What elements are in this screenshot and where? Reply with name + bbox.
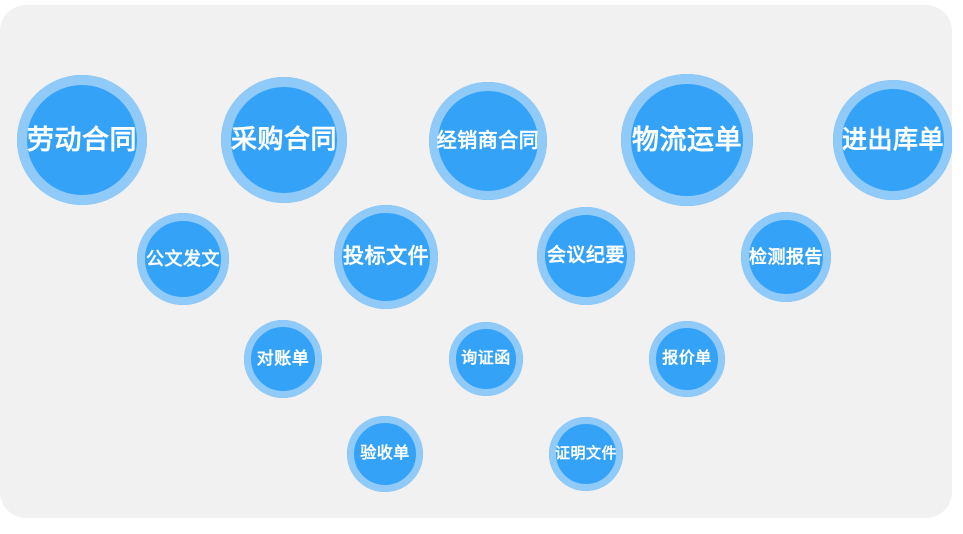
bubble-label: 采购合同 (230, 124, 337, 155)
bubble-label: 经销商合同 (436, 129, 540, 152)
bubble-acceptance-note[interactable]: 验收单 (347, 416, 423, 492)
bubble-label: 进出库单 (841, 125, 944, 154)
bubble-distributor-contract[interactable]: 经销商合同 (429, 82, 547, 200)
bubble-label: 询证函 (461, 349, 511, 367)
bubble-reconciliation-statement[interactable]: 对账单 (244, 320, 322, 398)
bubble-bidding-document[interactable]: 投标文件 (334, 205, 438, 309)
bubble-meeting-minutes[interactable]: 会议纪要 (537, 207, 635, 305)
bubble-label: 物流运单 (632, 124, 742, 155)
bubble-label: 验收单 (360, 444, 410, 462)
bubble-official-dispatch[interactable]: 公文发文 (137, 213, 229, 305)
bubble-certification-document[interactable]: 证明文件 (549, 417, 623, 491)
bubble-label: 投标文件 (343, 244, 429, 268)
bubble-inbound-outbound-order[interactable]: 进出库单 (833, 80, 952, 200)
bubble-quotation-sheet[interactable]: 报价单 (649, 321, 725, 397)
bubble-label: 会议纪要 (546, 245, 625, 267)
bubble-labor-contract[interactable]: 劳动合同 (17, 75, 147, 205)
bubble-logistics-waybill[interactable]: 物流运单 (621, 74, 753, 206)
bubble-purchase-contract[interactable]: 采购合同 (221, 77, 347, 203)
bubble-label: 检测报告 (749, 246, 823, 267)
bubble-label: 证明文件 (554, 445, 617, 463)
bubble-label: 公文发文 (146, 248, 220, 269)
bubble-label: 劳动合同 (27, 124, 137, 155)
bubble-label: 对账单 (256, 349, 310, 369)
bubble-inspection-report[interactable]: 检测报告 (741, 212, 831, 302)
bubble-confirmation-letter[interactable]: 询证函 (449, 322, 523, 396)
bubble-cloud-panel: 劳动合同 采购合同 经销商合同 物流运单 进出库单公文发文 投标文件 会议纪要 检测报告对账单… (0, 5, 952, 518)
bubble-label: 报价单 (662, 349, 712, 367)
